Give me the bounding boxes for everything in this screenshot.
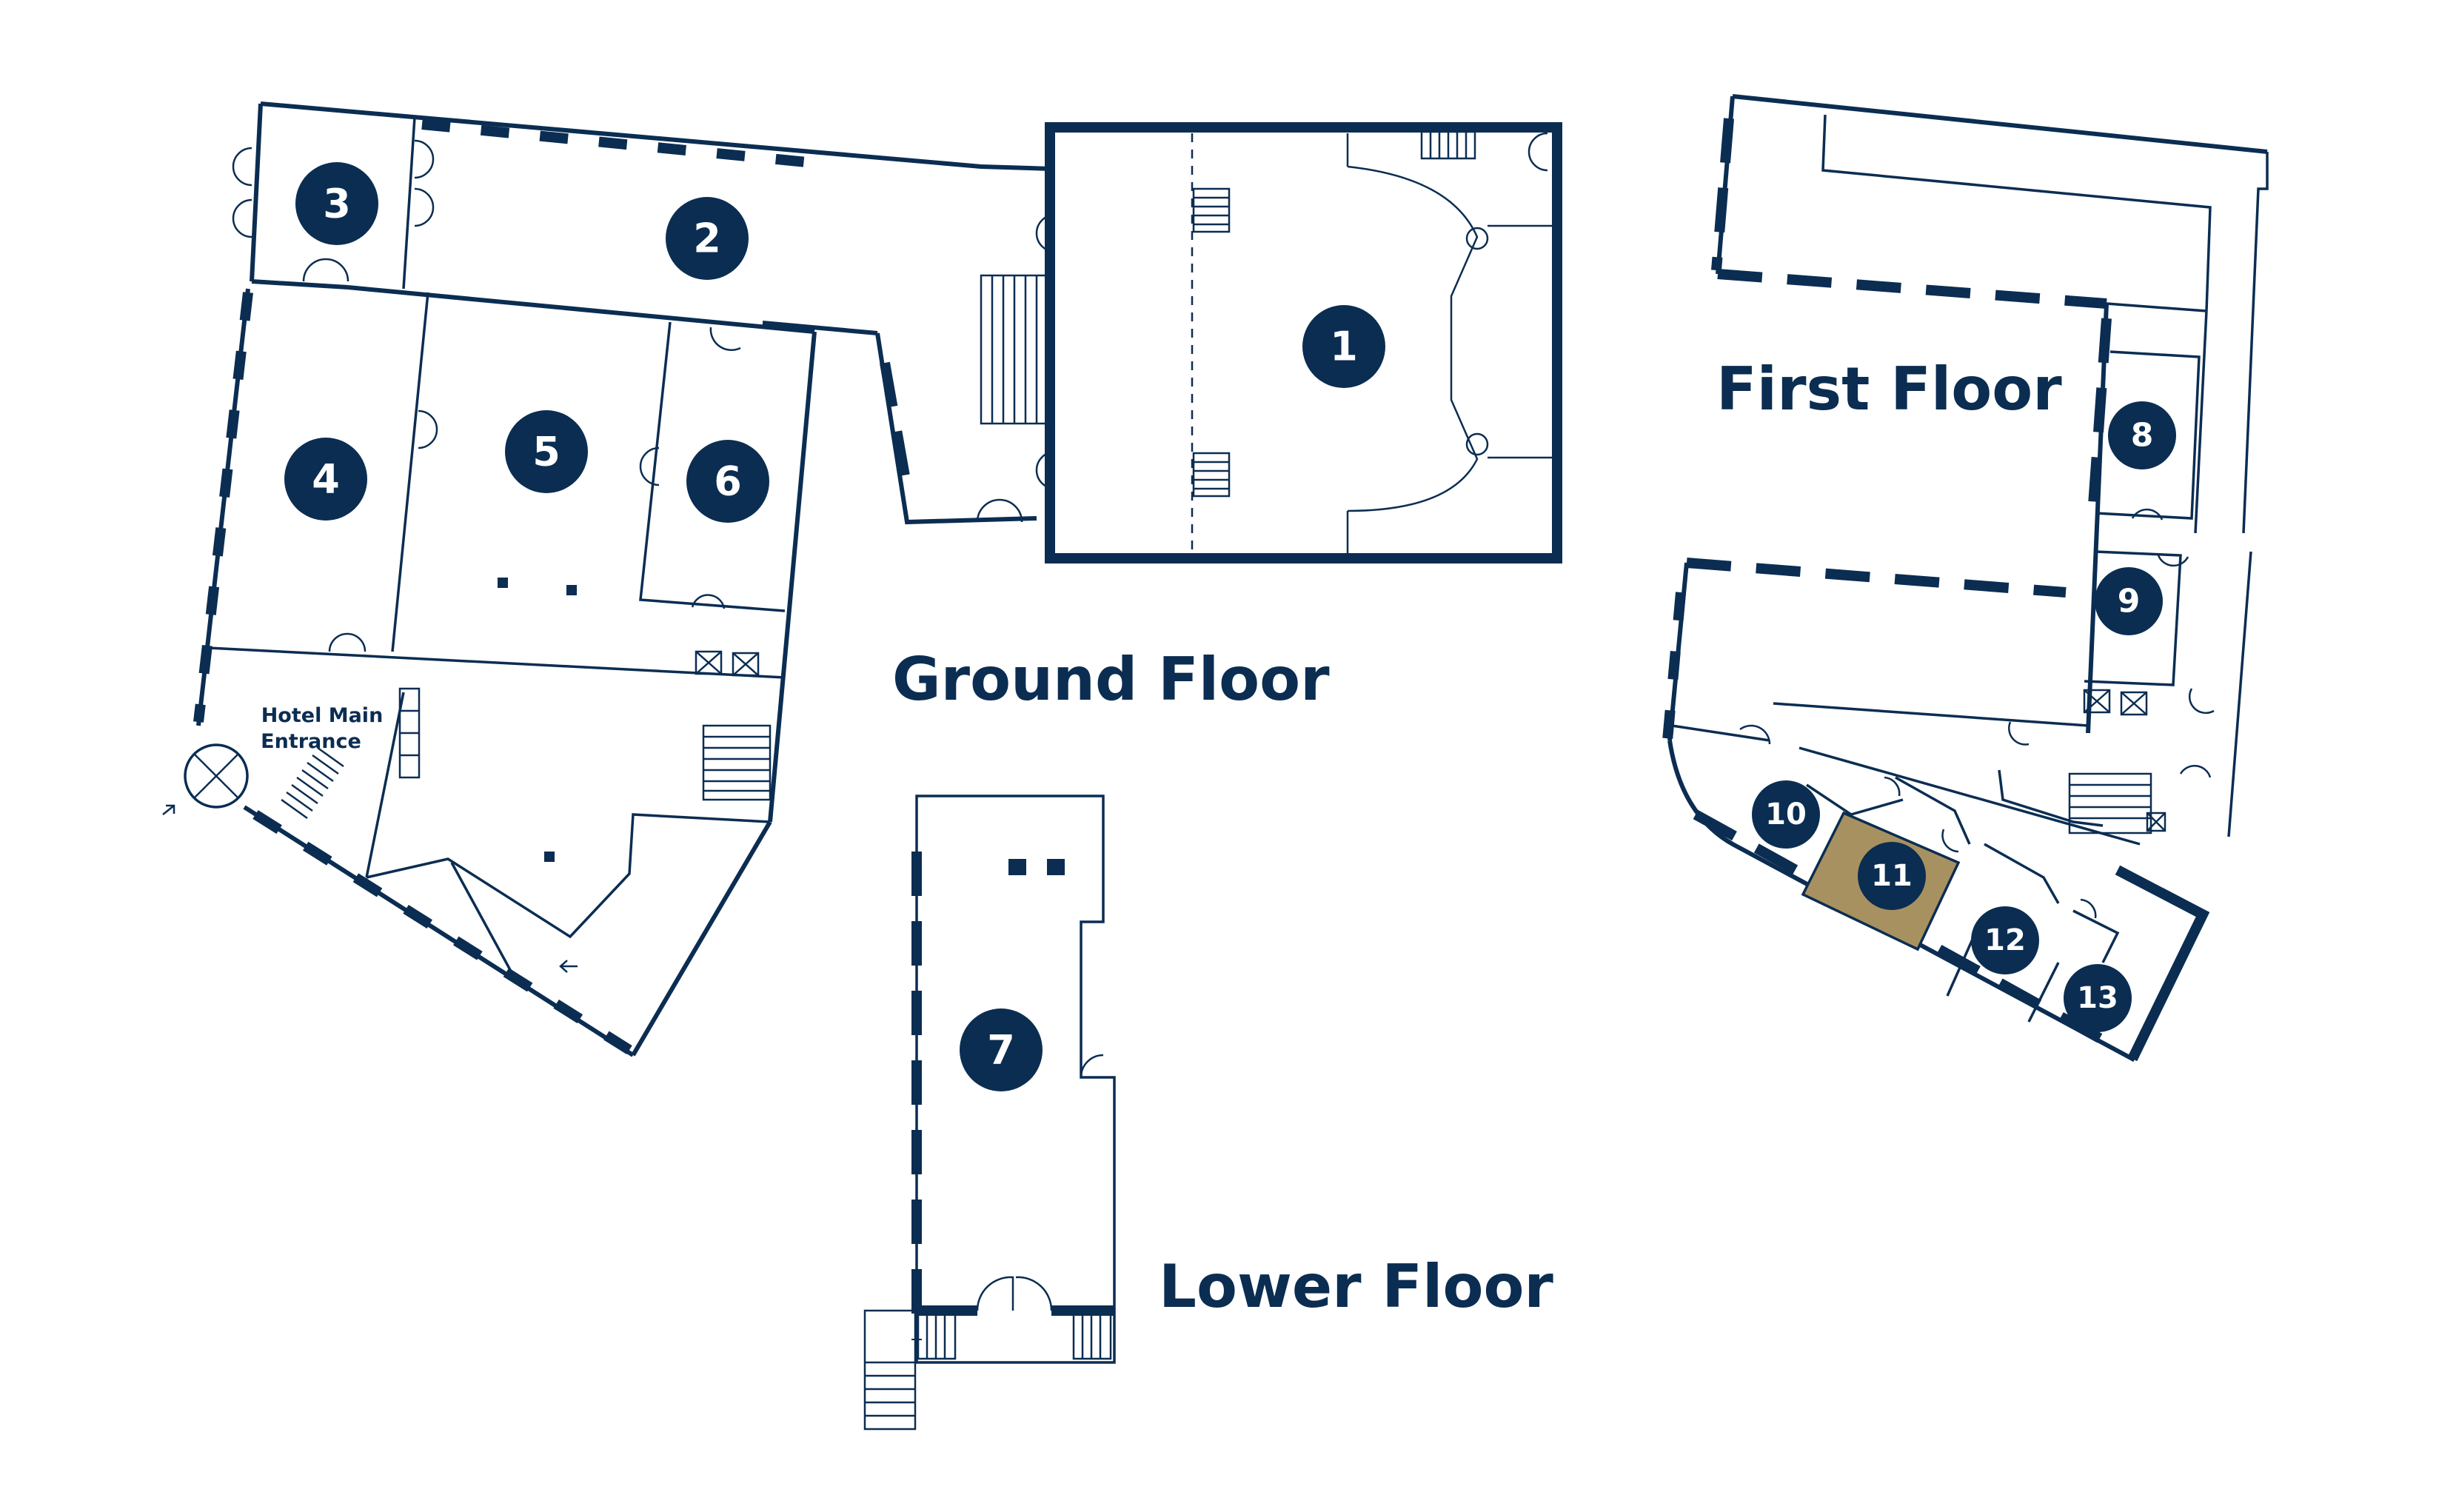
svg-text:8: 8 — [2131, 417, 2154, 455]
stairs-icon — [1072, 1313, 1112, 1360]
ground-floor-hall-block — [980, 122, 1562, 563]
stairs-icon — [281, 746, 344, 820]
hotel-entrance-label-line2: Entrance — [261, 730, 361, 753]
room-badge-9[interactable]: 9 — [2095, 567, 2163, 635]
svg-text:11: 11 — [1871, 859, 1913, 893]
ground-floor-label: Ground Floor — [892, 645, 1330, 714]
lower-floor-block — [863, 795, 1116, 1431]
room-badge-10[interactable]: 10 — [1752, 780, 1820, 849]
svg-text:5: 5 — [532, 429, 561, 475]
stairs-icon — [917, 1313, 957, 1360]
first-floor-label: First Floor — [1716, 355, 2062, 424]
stairs-icon — [1420, 130, 1476, 160]
svg-text:7: 7 — [987, 1027, 1015, 1074]
arrow-icon — [559, 960, 578, 973]
room-badge-8[interactable]: 8 — [2108, 401, 2176, 469]
stairs-icon — [2068, 772, 2152, 834]
svg-text:10: 10 — [1765, 797, 1807, 832]
room-badge-1[interactable]: 1 — [1302, 305, 1385, 388]
svg-text:13: 13 — [2077, 981, 2118, 1015]
stairs-icon — [863, 1309, 917, 1431]
room-badge-2[interactable]: 2 — [666, 197, 749, 280]
elevator-icon — [695, 650, 760, 677]
room-badge-3[interactable]: 3 — [295, 162, 378, 245]
svg-text:2: 2 — [693, 215, 721, 262]
lower-floor-label: Lower Floor — [1159, 1252, 1553, 1321]
svg-text:3: 3 — [323, 181, 351, 227]
svg-text:4: 4 — [312, 456, 340, 503]
arrow-icon — [162, 804, 175, 815]
room-badge-12[interactable]: 12 — [1971, 906, 2039, 974]
room-badge-6[interactable]: 6 — [686, 440, 769, 523]
room-badge-11[interactable]: 11 — [1858, 842, 1926, 910]
ground-floor-left-wing — [184, 101, 1056, 1057]
first-floor-block — [1662, 94, 2269, 1063]
room-badge-7[interactable]: 7 — [960, 1008, 1043, 1091]
stairs-icon — [1192, 187, 1231, 233]
svg-text:6: 6 — [714, 458, 742, 505]
elevator-icon — [2083, 689, 2166, 832]
stairs-icon — [702, 724, 772, 801]
room-badge-4[interactable]: 4 — [284, 438, 367, 521]
room-badge-5[interactable]: 5 — [505, 410, 588, 493]
stairs-icon — [398, 687, 421, 779]
room-badge-13[interactable]: 13 — [2064, 964, 2132, 1032]
svg-text:1: 1 — [1330, 324, 1358, 370]
stairs-icon — [980, 274, 1049, 425]
revolving-door-icon — [184, 743, 249, 809]
svg-text:9: 9 — [2118, 583, 2141, 620]
stairs-icon — [1192, 452, 1231, 498]
svg-text:12: 12 — [1984, 923, 2026, 957]
hotel-entrance-label-line1: Hotel Main — [261, 704, 384, 727]
